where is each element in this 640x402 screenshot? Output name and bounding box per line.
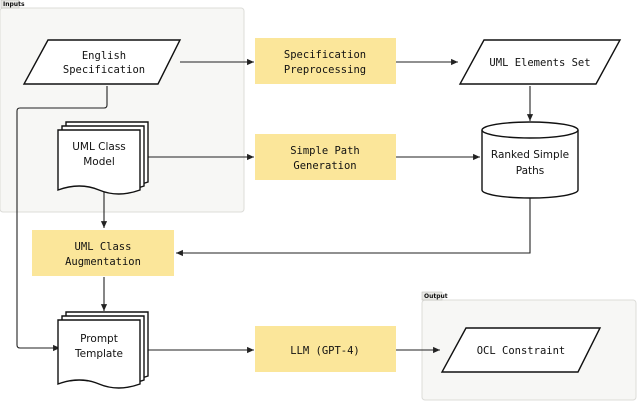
ranked-simple-paths-node: Ranked Simple Paths <box>481 121 579 199</box>
specification-preprocessing-line2: Preprocessing <box>284 64 366 76</box>
edge-spec-to-prompt <box>16 86 108 352</box>
simple-path-generation-box <box>255 134 396 180</box>
english-specification-line1: English <box>82 50 126 62</box>
ocl-constraint-node: OCL Constraint <box>440 327 602 373</box>
prompt-template-line2: Template <box>74 348 123 360</box>
uml-elements-set-label: UML Elements Set <box>489 57 590 69</box>
llm-label: LLM (GPT-4) <box>290 345 360 357</box>
uml-class-augmentation-line2: Augmentation <box>65 256 141 268</box>
uml-class-augmentation-node: UML Class Augmentation <box>32 230 174 276</box>
prompt-template-node: Prompt Template <box>57 311 149 389</box>
specification-preprocessing-node: Specification Preprocessing <box>255 38 396 84</box>
prompt-template-line1: Prompt <box>80 333 118 345</box>
edge-ranked-to-augmentation <box>176 196 531 257</box>
output-group-label: Output <box>424 293 448 300</box>
simple-path-generation-line2: Generation <box>293 160 356 172</box>
llm-node: LLM (GPT-4) <box>255 326 396 372</box>
simple-path-generation-node: Simple Path Generation <box>255 134 396 180</box>
ranked-simple-paths-top <box>481 121 579 139</box>
ranked-simple-paths-body <box>481 130 579 199</box>
specification-preprocessing-line1: Specification <box>284 49 366 61</box>
english-specification-node: English Specification <box>22 39 182 85</box>
inputs-group-label: Inputs <box>3 1 25 8</box>
uml-class-augmentation-box <box>32 230 174 276</box>
uml-elements-set-node: UML Elements Set <box>458 39 622 85</box>
edges <box>16 58 534 354</box>
llm-box <box>255 326 396 372</box>
uml-class-augmentation-line1: UML Class <box>75 241 132 253</box>
uml-elements-set-shape <box>458 39 622 85</box>
simple-path-generation-line1: Simple Path <box>290 145 360 157</box>
uml-class-model-node: UML Class Model <box>57 121 149 195</box>
ranked-simple-paths-line2: Paths <box>516 165 545 177</box>
ranked-simple-paths-line1: Ranked Simple <box>491 149 569 161</box>
english-specification-shape <box>22 39 182 85</box>
uml-class-model-line2: Model <box>83 156 115 168</box>
uml-class-model-line1: UML Class <box>72 141 126 153</box>
english-specification-line2: Specification <box>63 64 145 76</box>
inputs-tag-bg <box>0 0 20 9</box>
output-tag-bg <box>421 291 443 301</box>
prompt-template-front-page <box>57 319 141 389</box>
ocl-constraint-shape <box>440 327 602 373</box>
uml-class-model-front-page <box>57 129 141 195</box>
specification-preprocessing-box <box>255 38 396 84</box>
ocl-constraint-label: OCL Constraint <box>477 345 566 357</box>
